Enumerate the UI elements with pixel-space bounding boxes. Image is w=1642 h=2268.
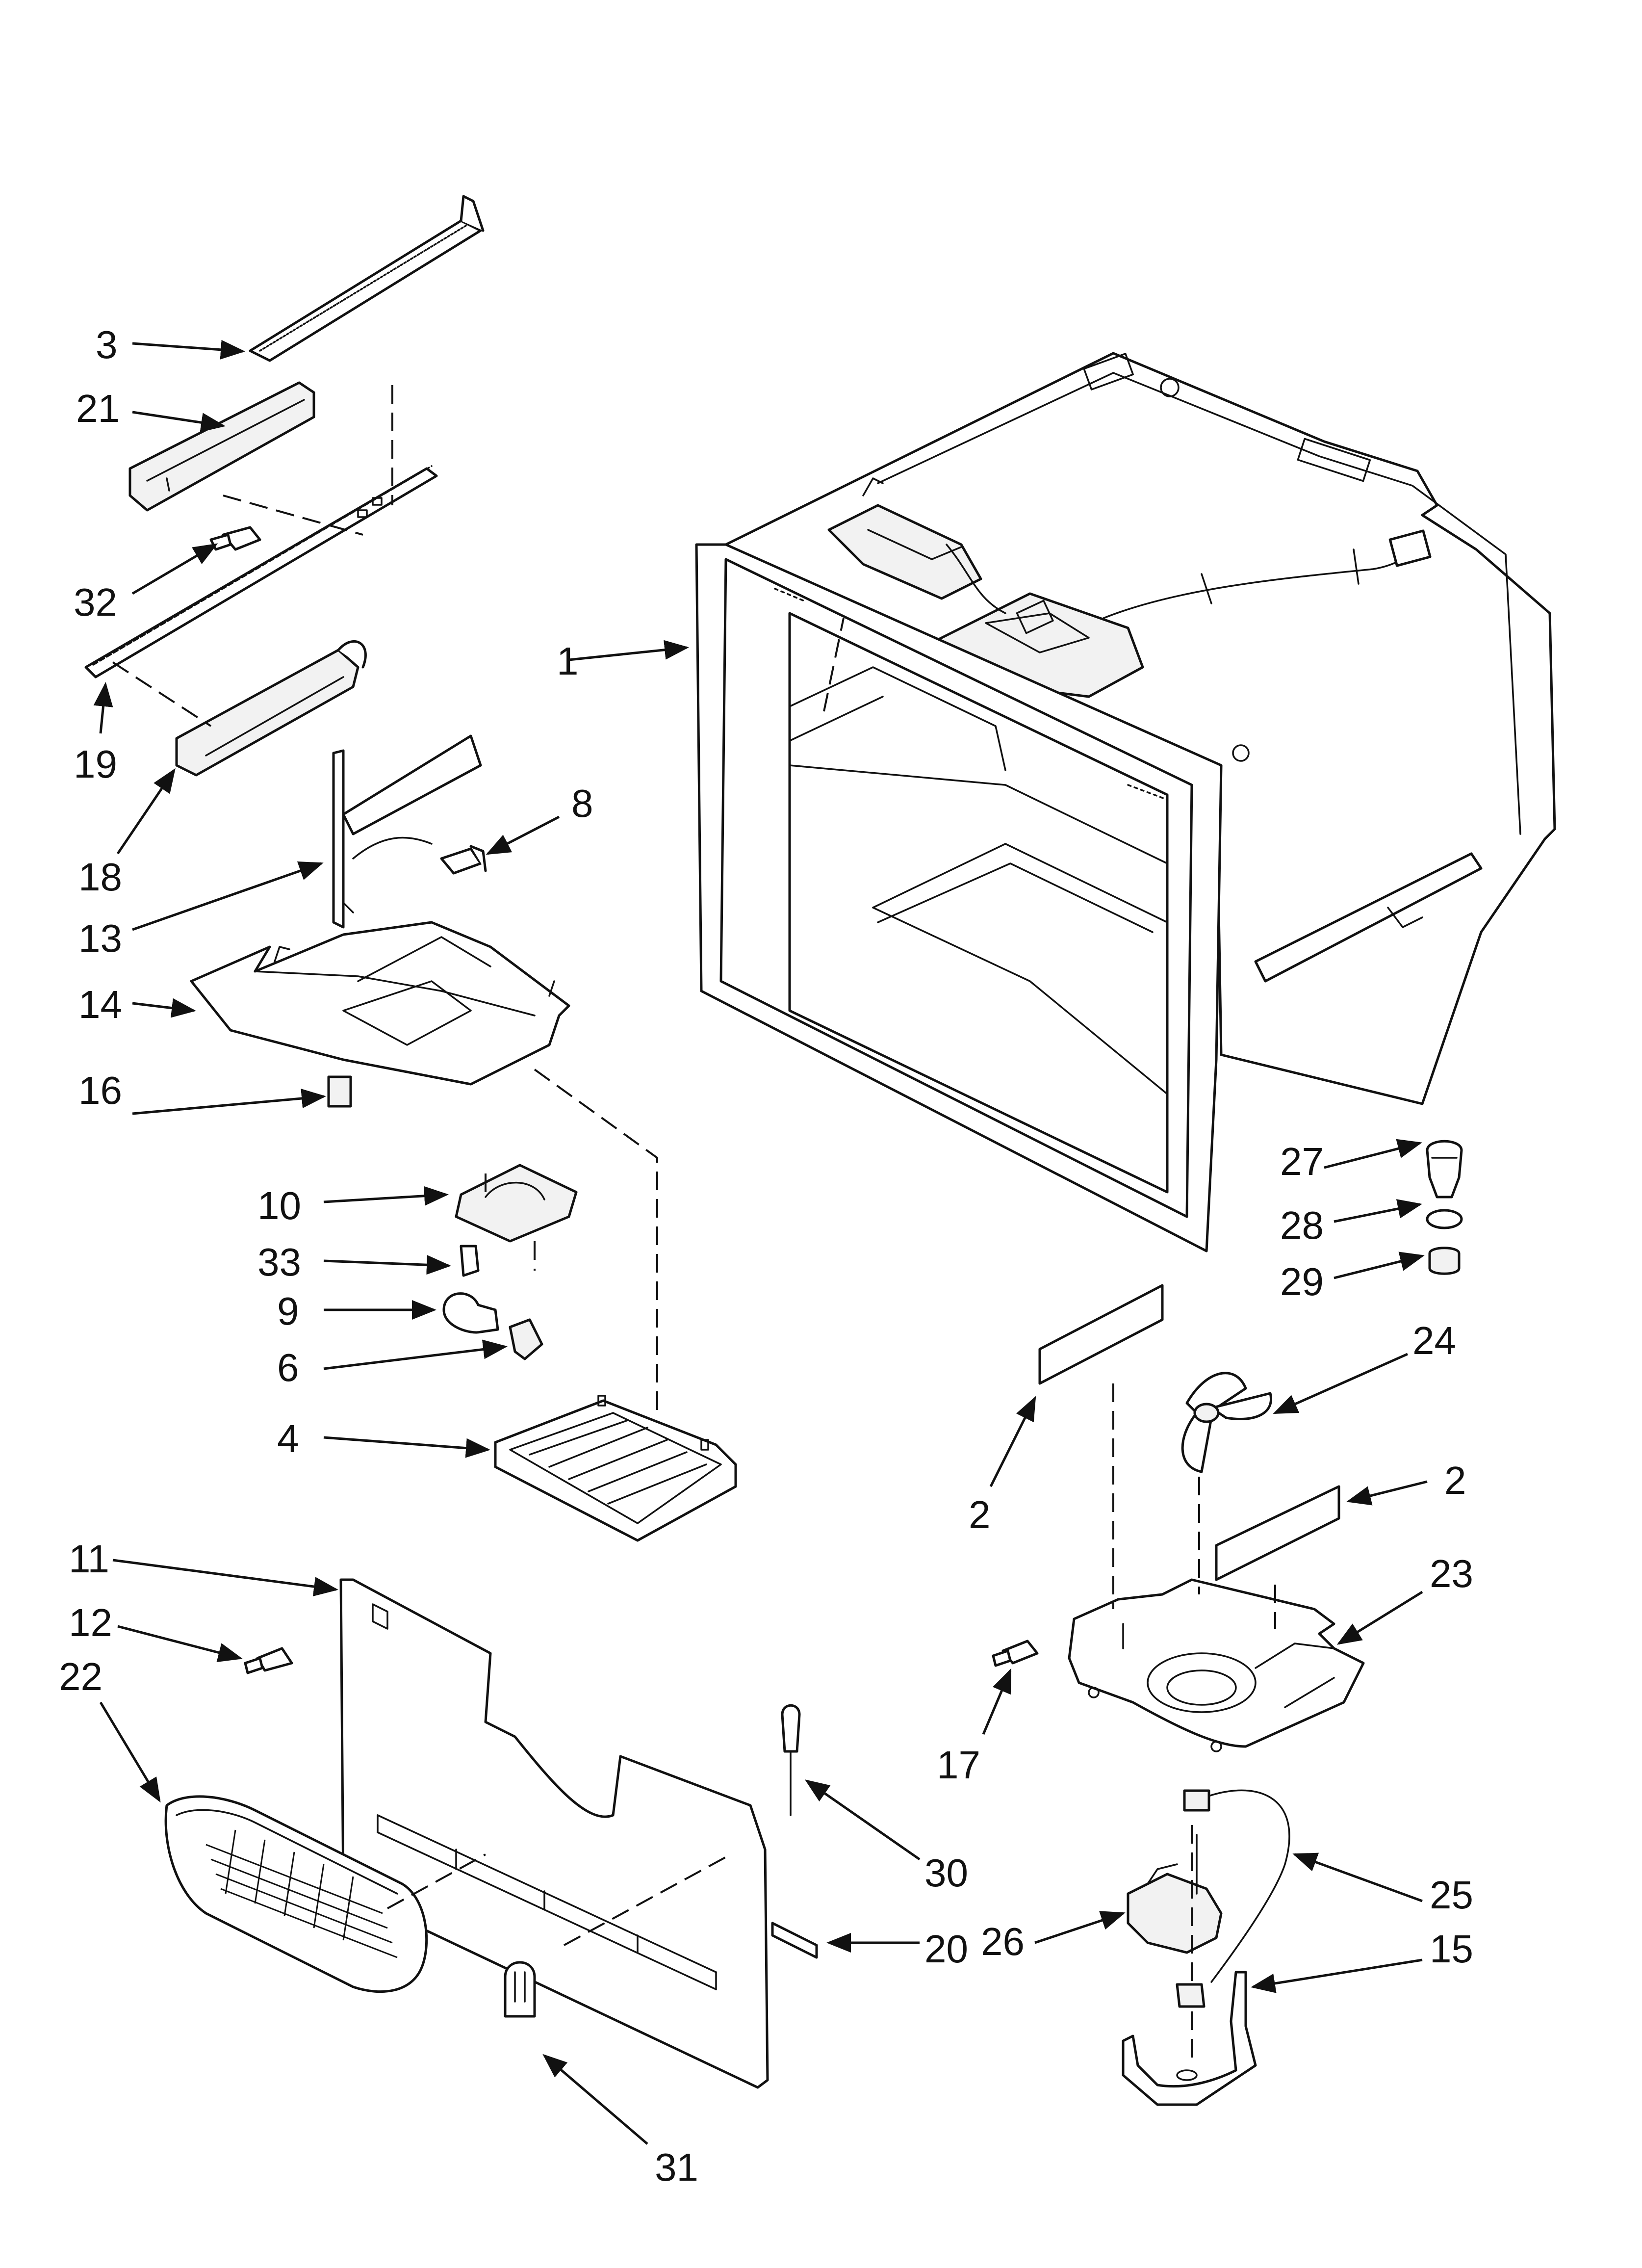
callout-22: 22 [59,1655,103,1698]
part-screw-33 [460,1245,480,1277]
callout-25: 25 [1430,1873,1473,1917]
part-foam-strip [771,1922,818,1959]
callout-21: 21 [76,387,120,430]
callout-14: 14 [78,983,122,1026]
callout-32: 32 [74,580,117,624]
part-side-bracket [332,734,482,929]
part-screw-12 [244,1647,293,1674]
part-rail-top [249,195,485,362]
part-insulation-lower [1215,1485,1340,1581]
callout-27: 27 [1280,1140,1324,1183]
callout-3: 3 [96,323,118,366]
callout-28: 28 [1280,1203,1324,1247]
callout-11: 11 [69,1537,109,1581]
part-o-ring [1426,1209,1463,1229]
callout-6: 6 [277,1346,299,1389]
callout-12: 12 [69,1601,112,1644]
part-lamp-housing [455,1164,578,1243]
part-grille [494,1395,737,1542]
callout-1: 1 [557,639,579,683]
part-liner [695,352,1556,1252]
callout-15: 15 [1430,1927,1473,1971]
callout-24: 24 [1412,1319,1456,1362]
part-screw-8 [440,845,487,875]
callout-2-right: 2 [1444,1459,1466,1502]
callout-18: 18 [78,855,122,899]
callout-labels: 3 21 32 19 18 13 8 1 14 16 10 33 9 6 4 1… [59,323,1473,2189]
callout-2-left: 2 [969,1493,991,1537]
callout-30: 30 [924,1851,968,1895]
callout-16: 16 [78,1069,122,1112]
callout-26: 26 [981,1920,1025,1963]
callout-31: 31 [655,2145,698,2189]
part-fan-blade [1181,1372,1272,1473]
part-fan-motor [1127,1834,1223,1954]
part-motor-wiring [1183,1789,1290,1983]
part-grille-cover [164,1795,428,1993]
part-bulb [442,1292,499,1334]
callout-17: 17 [937,1743,980,1787]
callout-8: 8 [571,782,593,825]
part-thermistor [781,1704,801,1816]
part-motor-bracket [1122,1971,1257,2106]
leader-lines [93,339,1428,2145]
part-back-panel [339,1578,769,2089]
assembly-lines [112,385,1276,2065]
callout-10: 10 [257,1184,301,1227]
callout-13: 13 [78,916,122,960]
callout-29: 29 [1280,1260,1324,1303]
callout-4: 4 [277,1417,299,1460]
part-insulation-upper [1038,1284,1164,1385]
part-socket [509,1318,543,1360]
callout-20: 20 [924,1927,968,1971]
part-drain-cap [1428,1247,1461,1275]
callout-19: 19 [74,742,117,786]
part-fan-shroud [1068,1578,1365,1752]
part-tray [190,921,570,1086]
part-screw-17 [992,1640,1039,1667]
part-drain [1426,1140,1463,1199]
callout-33: 33 [257,1240,301,1284]
callout-9: 9 [277,1289,299,1333]
callout-23: 23 [1430,1552,1473,1595]
part-switch [327,1075,352,1108]
part-slide-bracket-upper [128,381,315,512]
part-screw-32 [209,526,261,551]
part-slide-bracket-lower [175,640,367,777]
part-clip [504,1961,536,2018]
part-rail-long [84,465,438,678]
